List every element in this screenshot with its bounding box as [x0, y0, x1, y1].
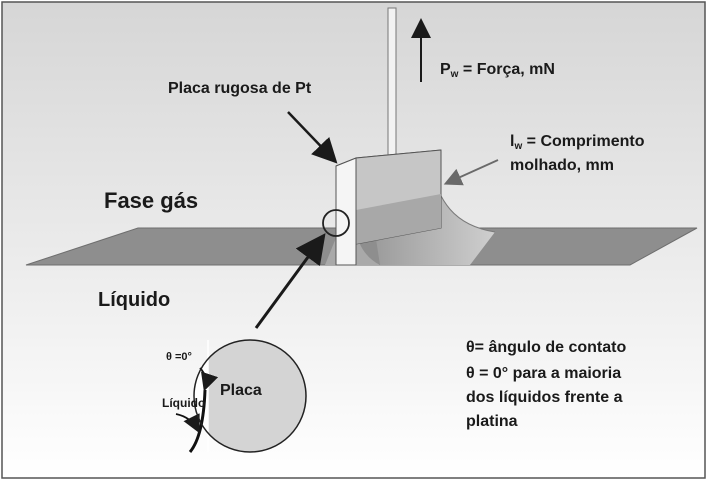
suspension-wire [387, 7, 397, 159]
inset-border [193, 339, 307, 453]
plate-front [335, 157, 357, 266]
inset-meniscus-curve [188, 389, 207, 453]
force-label: Pw = Força, mN [440, 61, 555, 80]
inset-magnifier [175, 339, 307, 453]
theta-note-line1: θ = 0° para a maioria [466, 365, 621, 382]
gas-phase-label: Fase gás [104, 188, 198, 213]
inset-plate-label: Placa [220, 382, 262, 399]
plate-label: Placa rugosa de Pt [168, 80, 312, 97]
length-label: lw = Comprimento [510, 133, 645, 152]
length-arrow [443, 159, 499, 186]
liquid-label: Líquido [98, 289, 170, 311]
contact-circle [322, 209, 350, 237]
inset-liquid-label: Líquido [162, 396, 205, 410]
plate-label-arrow [287, 111, 338, 164]
theta-note-line2: dos líquidos frente a [466, 389, 623, 406]
inset-liquid-arrow [175, 413, 200, 434]
inset-angle-label: θ =0° [166, 351, 192, 363]
length-label-line2: molhado, mm [510, 157, 614, 174]
inset-angle-arrow [199, 367, 219, 392]
zoom-arrow [254, 233, 326, 329]
theta-definition: θ= ângulo de contato [466, 339, 626, 356]
plate-wetted-band [356, 194, 441, 244]
inset-plate-region [208, 340, 306, 452]
theta-note-line3: platina [466, 413, 518, 430]
